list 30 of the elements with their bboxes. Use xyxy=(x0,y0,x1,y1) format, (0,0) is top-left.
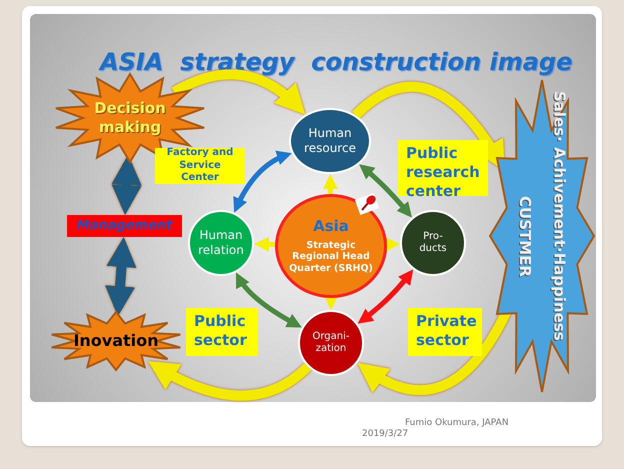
node-text: Organi- zation xyxy=(311,330,350,356)
callout-label: Private sector xyxy=(408,308,482,356)
vertical-text: Sales· Achivement·Happiness xyxy=(550,91,570,343)
management-bar: Management xyxy=(67,215,182,237)
curved-block-arrow xyxy=(105,237,136,316)
title: ASIA strategy construction image xyxy=(100,47,572,78)
node-text: Human resource xyxy=(303,126,357,156)
arrow xyxy=(358,269,414,324)
node-text: Human relation xyxy=(197,228,245,258)
arrow xyxy=(324,295,338,310)
node-text: Decision making xyxy=(93,99,167,137)
curved-block-arrow xyxy=(148,361,312,401)
vertical-text: CUSTMER xyxy=(515,196,535,276)
arrow xyxy=(234,151,292,213)
curved-block-arrow xyxy=(172,69,306,114)
callout-label: Factory and Service Center xyxy=(155,148,245,184)
arrow xyxy=(359,164,412,218)
arrow xyxy=(254,236,276,252)
arrow xyxy=(384,236,400,252)
footer-text: Fumio Okumura, JAPAN xyxy=(405,417,509,429)
footer-text: 2019/3/27 xyxy=(362,428,408,441)
node-text: Pro- ducts xyxy=(418,230,448,256)
callout-label: Public research center xyxy=(398,140,488,196)
arrow xyxy=(322,174,338,194)
starburst-node xyxy=(488,78,596,394)
callout-label: Public sector xyxy=(186,308,258,356)
arrow xyxy=(236,272,302,328)
node-heading: Asia xyxy=(313,216,349,236)
node-text: Inovation xyxy=(73,331,159,351)
node-text: Strategic Regional Head Quarter (SRHQ) xyxy=(288,240,374,276)
